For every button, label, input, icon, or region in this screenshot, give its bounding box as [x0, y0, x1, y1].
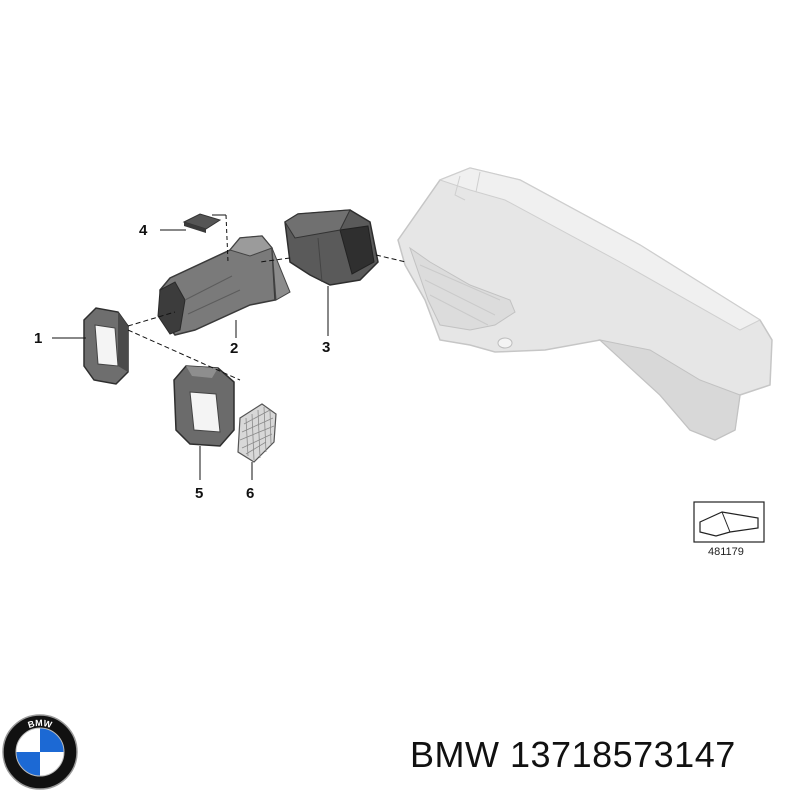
- caption-brand: BMW: [410, 734, 500, 775]
- reference-box: 481179: [693, 501, 765, 558]
- part-3-intake-snorkel: [284, 209, 379, 286]
- callout-3: 3: [322, 339, 330, 356]
- callout-labels: 4 1 2 3 5 6: [34, 222, 330, 502]
- part-2-air-duct: [157, 235, 291, 336]
- callout-5: 5: [195, 485, 203, 502]
- caption-part-number: 13718573147: [510, 734, 736, 775]
- part-caption: BMW 13718573147: [410, 734, 736, 776]
- bmw-logo: BMW: [2, 714, 78, 790]
- leader-lines: [52, 214, 407, 480]
- callout-1: 1: [34, 330, 42, 347]
- air-filter-housing: [397, 167, 773, 441]
- reference-number: 481179: [708, 546, 744, 558]
- callout-2: 2: [230, 340, 238, 357]
- part-5-seal-frame: [173, 365, 235, 447]
- part-6-mesh-grille: [237, 403, 277, 463]
- callout-6: 6: [246, 485, 254, 502]
- callout-4: 4: [139, 222, 148, 239]
- part-1-seal: [83, 307, 129, 385]
- part-4-pad: [182, 213, 222, 233]
- reference-arrow-icon: [699, 511, 759, 537]
- bmw-logo-text: BMW: [27, 718, 54, 730]
